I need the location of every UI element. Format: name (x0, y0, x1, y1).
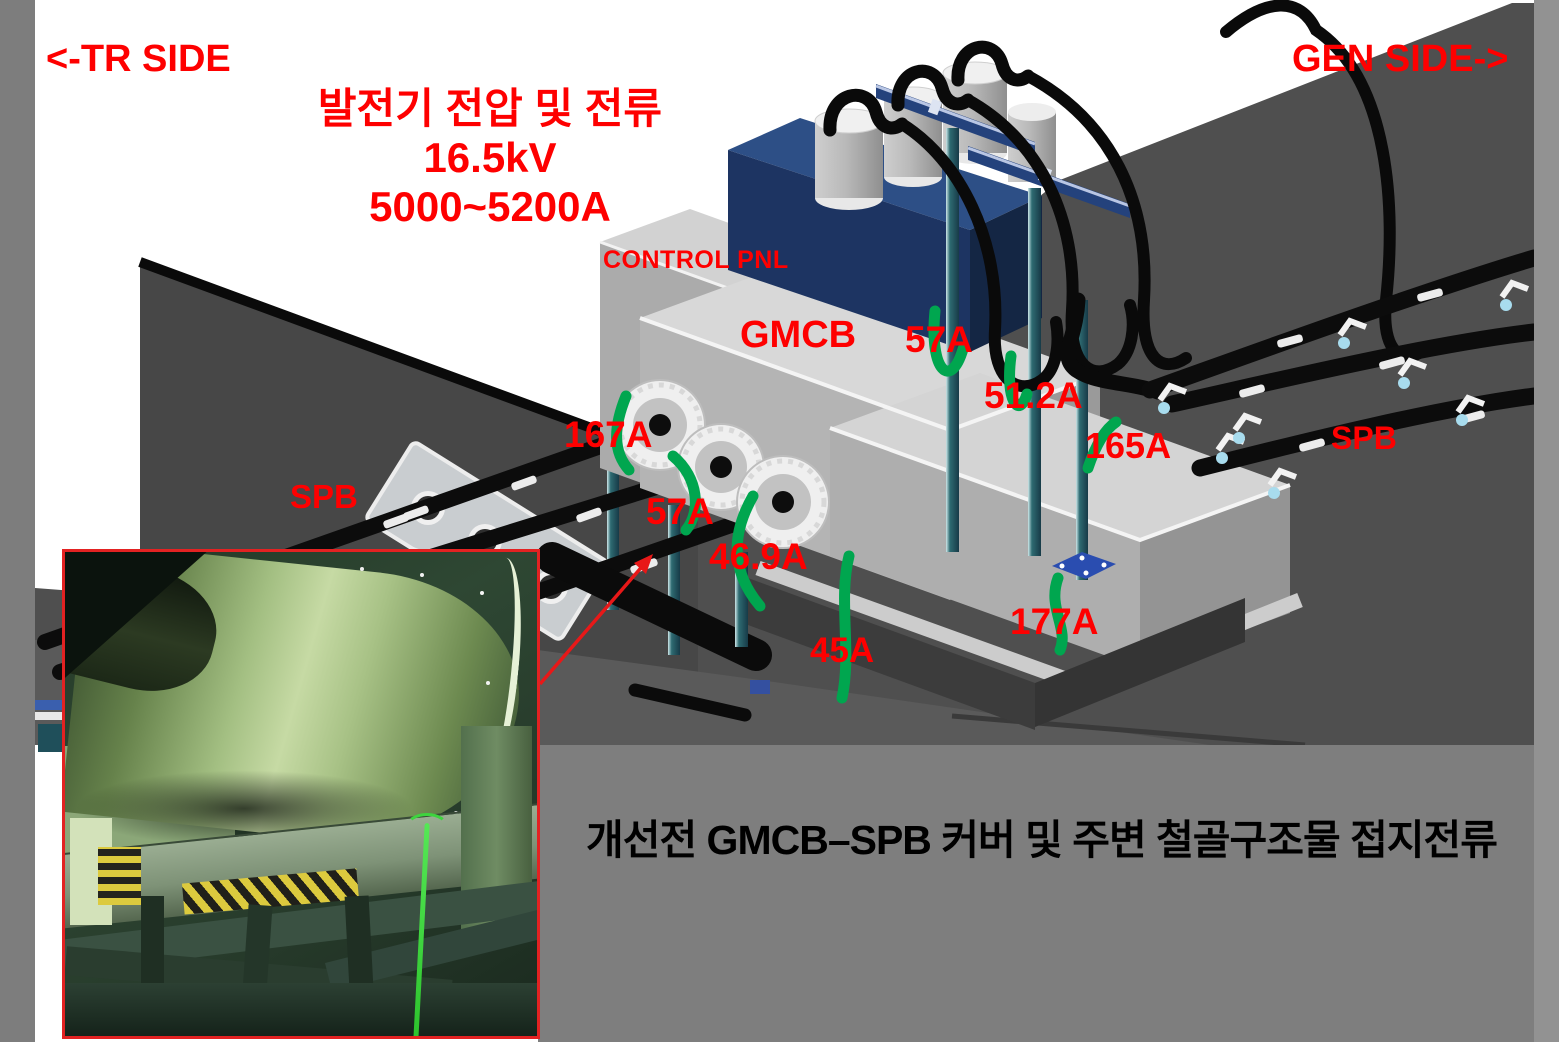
pipe-anchor-base (1052, 552, 1116, 579)
deck-edge-line (951, 713, 1306, 748)
photo-ground-wire-hook (404, 813, 449, 843)
tr-side-label: <-TR SIDE (46, 38, 231, 80)
current-label-51-2a: 51.2A (984, 375, 1083, 416)
current-label-57a-top: 57A (905, 319, 973, 360)
anchor-base (750, 680, 770, 694)
photo-hazard-stripes (98, 847, 141, 906)
gmcb-base (748, 578, 1035, 730)
mark-45a (836, 550, 855, 704)
generator-info-block: 발전기 전압 및 전류 16.5kV 5000~5200A (270, 84, 710, 231)
gmcb-label: GMCB (740, 314, 857, 356)
left-gray-strip (0, 0, 35, 1042)
bus-duct-rails (875, 84, 1131, 218)
spb-left-label: SPB (290, 478, 358, 515)
spb-support-stands (1157, 279, 1530, 499)
current-label-167a: 167A (564, 414, 653, 455)
control-pnl-label: CONTROL PNL (603, 246, 789, 274)
photo-rim-bolts (480, 590, 485, 595)
bushing-cylinders (814, 61, 1056, 210)
current-label-165a: 165A (1085, 425, 1172, 466)
generator-info-line1: 발전기 전압 및 전류 (317, 85, 663, 132)
gen-side-label: GEN SIDE-> (1292, 38, 1509, 80)
current-label-57a-left: 57A (646, 491, 714, 532)
generator-info-line3: 5000~5200A (369, 183, 611, 231)
inset-photo (62, 549, 540, 1039)
floor-bus-cover (536, 542, 772, 722)
photo-floor (65, 982, 537, 1036)
current-label-177a: 177A (1010, 601, 1099, 642)
slide-caption: 개선전 GMCB–SPB 커버 및 주변 철골구조물 접지전류 (586, 817, 1498, 863)
current-label-45a: 45A (810, 631, 875, 670)
current-label-46-9a: 46.9A (709, 536, 808, 577)
right-gray-strip (1534, 0, 1559, 1042)
support-post (607, 460, 619, 610)
spb-right-label: SPB (1331, 420, 1397, 456)
photo-callout-arrow (538, 554, 653, 686)
generator-info-line2: 16.5kV (423, 134, 557, 182)
bottom-gray-band (538, 745, 1534, 1042)
